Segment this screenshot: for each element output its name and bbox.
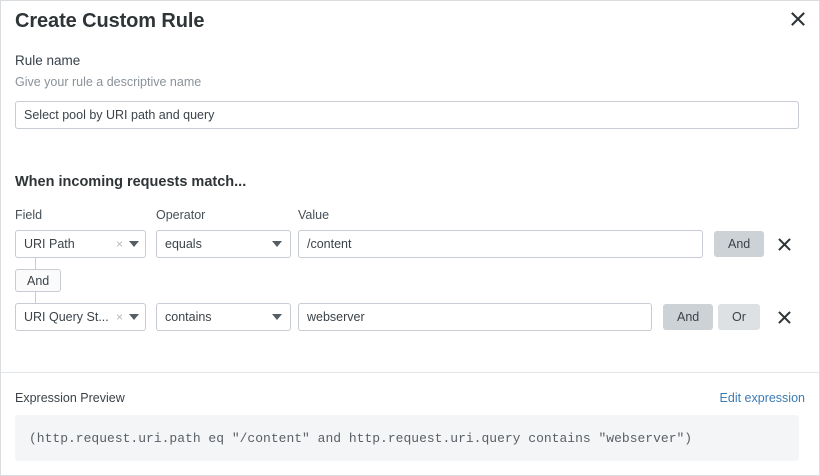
rule-row: URI Query St... × contains And Or — [1, 303, 819, 331]
close-icon-glyph — [791, 12, 805, 26]
add-and-condition-button-0[interactable]: And — [714, 231, 765, 257]
value-input-1[interactable] — [298, 303, 652, 331]
connector-logic-badge[interactable]: And — [15, 269, 62, 292]
edit-expression-link[interactable]: Edit expression — [719, 391, 805, 405]
chevron-down-icon — [272, 314, 282, 320]
chevron-down-icon — [129, 241, 139, 247]
operator-select-label-0: equals — [165, 237, 202, 251]
column-header-field: Field — [15, 208, 43, 222]
operator-select-0[interactable]: equals — [156, 230, 291, 258]
clear-icon[interactable]: × — [115, 310, 123, 324]
column-header-value: Value — [298, 208, 330, 222]
section-divider — [1, 372, 819, 373]
rule-name-label: Rule name — [15, 53, 81, 68]
rule-name-input[interactable] — [15, 101, 799, 129]
field-select-1[interactable]: URI Query St... × — [15, 303, 146, 331]
field-select-label-1: URI Query St... — [24, 310, 109, 324]
close-icon — [777, 237, 791, 251]
rule-row: URI Path × equals And — [1, 230, 819, 258]
delete-condition-button-0[interactable] — [773, 230, 795, 258]
operator-select-1[interactable]: contains — [156, 303, 291, 331]
delete-condition-button-1[interactable] — [773, 303, 795, 331]
add-and-condition-button-1[interactable]: And — [663, 304, 714, 330]
column-header-operator: Operator — [156, 208, 206, 222]
value-input-0[interactable] — [298, 230, 703, 258]
chevron-down-icon — [129, 314, 139, 320]
rule-name-help-text: Give your rule a descriptive name — [15, 75, 202, 89]
dialog-title: Create Custom Rule — [15, 10, 205, 32]
expression-preview-code: (http.request.uri.path eq "/content" and… — [15, 415, 799, 461]
close-icon — [777, 310, 791, 324]
chevron-down-icon — [272, 241, 282, 247]
field-select-0[interactable]: URI Path × — [15, 230, 146, 258]
close-icon[interactable] — [785, 6, 811, 32]
operator-select-label-1: contains — [165, 310, 212, 324]
match-section-heading: When incoming requests match... — [15, 174, 247, 190]
connector-line-top — [35, 258, 36, 270]
expression-preview-label: Expression Preview — [15, 391, 125, 405]
field-select-label-0: URI Path — [24, 237, 75, 251]
connector-line-bottom — [35, 292, 36, 303]
add-or-condition-button-1[interactable]: Or — [718, 304, 760, 330]
clear-icon[interactable]: × — [115, 237, 123, 251]
